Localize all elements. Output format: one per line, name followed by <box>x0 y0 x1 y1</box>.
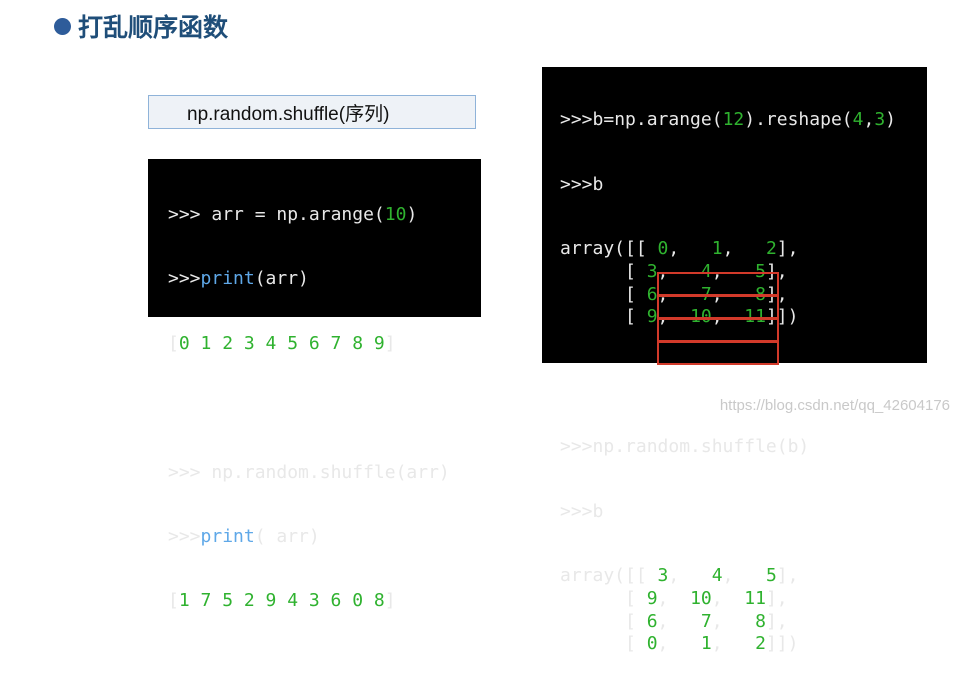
watermark: https://blog.csdn.net/qq_42604176 <box>719 397 950 414</box>
code-line: [1 7 5 2 9 4 3 6 0 8] <box>168 590 396 612</box>
shuffled-row-highlight <box>657 295 779 319</box>
array-row: [ 6, 7, 8], <box>560 610 788 632</box>
array-value: 4 <box>668 261 712 283</box>
shuffled-row-highlight <box>657 341 779 365</box>
array-value: 3 <box>646 565 669 587</box>
array-row: [ 9, 10, 11]]) <box>560 306 799 328</box>
array-after: array([[ 3, 4, 5], [ 9, 10, 11], [ 6, 7,… <box>560 565 927 656</box>
array-value: 1 <box>679 238 723 260</box>
array-row: [ 0, 1, 2]]) <box>560 633 799 655</box>
function-signature-box: np.random.shuffle(序列) <box>148 95 476 129</box>
array-value: 2 <box>733 238 777 260</box>
code-line: >>>np.random.shuffle(b) <box>560 435 810 457</box>
array-value: 8 <box>722 610 766 632</box>
array-value: 10 <box>668 587 712 609</box>
array-row: array([[ 3, 4, 5], <box>560 565 799 587</box>
array-value: 0 <box>635 633 658 655</box>
code-line: >>> arr = np.arange(10) <box>168 204 418 225</box>
array-value: 5 <box>722 261 766 283</box>
bullet-dot-icon <box>54 17 71 35</box>
array-value: 2 <box>722 633 766 655</box>
array-row: array([[ 0, 1, 2], <box>560 238 799 260</box>
slide-title-text: 打乱顺序函数 <box>78 13 229 42</box>
code-line: >>>print( arr) <box>168 525 320 547</box>
slide-title: 打乱顺序函数 <box>54 8 228 44</box>
function-signature: np.random.shuffle(序列) <box>187 103 390 125</box>
array-value: 7 <box>668 610 712 632</box>
array-value: 3 <box>635 261 658 283</box>
array-value: 4 <box>679 565 723 587</box>
code-panel-1d: >>> arr = np.arange(10) >>>print(arr) [0… <box>148 159 481 611</box>
array-value: 0 <box>646 238 669 260</box>
array-value: 11 <box>722 587 766 609</box>
shuffled-row-highlight <box>657 272 779 296</box>
code-line: >>>b <box>560 173 604 195</box>
array-row: [ 9, 10, 11], <box>560 587 788 609</box>
array-row: [ 3, 4, 5], <box>560 261 788 283</box>
array-value: 6 <box>635 283 658 305</box>
array-value: 5 <box>733 565 777 587</box>
array-value: 11 <box>722 306 766 328</box>
array-value: 10 <box>668 306 712 328</box>
code-line: >>> np.random.shuffle(arr) <box>168 461 450 483</box>
code-line: >>>b=np.arange(12).reshape(4,3) <box>560 109 896 130</box>
array-value: 6 <box>635 610 658 632</box>
code-line-blank <box>168 397 481 419</box>
code-line-blank <box>560 371 927 394</box>
code-line: >>>b <box>560 500 604 522</box>
array-value: 9 <box>635 306 658 328</box>
shuffled-row-highlight <box>657 318 779 342</box>
code-line: >>>print(arr) <box>168 268 309 290</box>
code-line: [0 1 2 3 4 5 6 7 8 9] <box>168 332 396 354</box>
array-value: 9 <box>635 587 658 609</box>
array-value: 1 <box>668 633 712 655</box>
